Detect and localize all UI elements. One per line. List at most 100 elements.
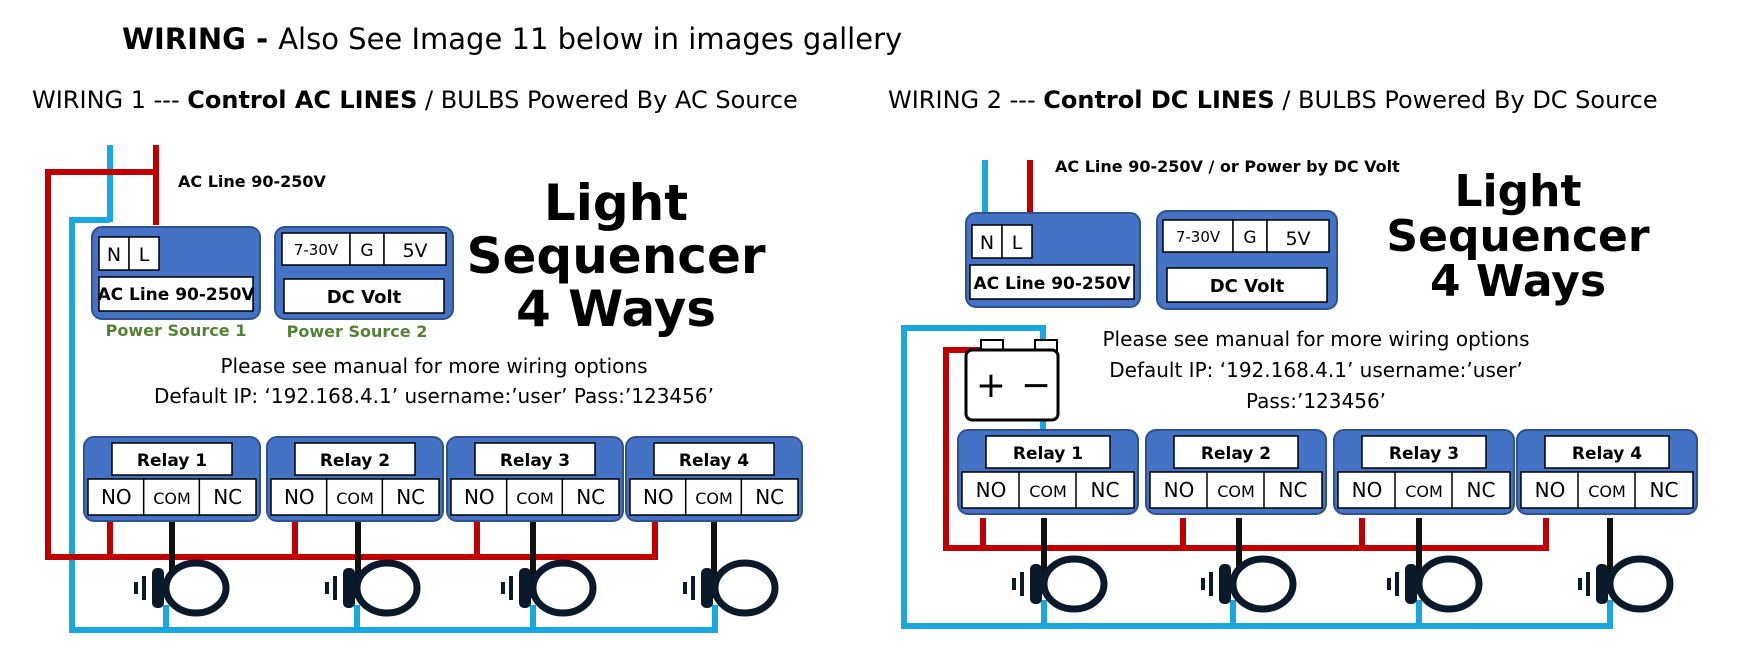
relay-terminal-box	[740, 478, 799, 516]
relay-terminal-nc: NC	[1279, 478, 1308, 502]
wiring2-title-line3: 4 Ways	[1430, 256, 1606, 307]
wiring2-diagram: AC Line 90-250V / or Power by DC Volt N …	[901, 157, 1698, 629]
wiring1-power-source-2: 7-30V G 5V DC Volt Power Source 2	[274, 226, 454, 341]
wiring2-red-wire	[943, 160, 1549, 551]
relay-terminal-nc: NC	[1467, 478, 1496, 502]
bulb-icon	[683, 559, 779, 617]
relay-name: Relay 1	[1013, 444, 1083, 464]
relay-terminal-com: COM	[1029, 482, 1067, 501]
wiring1-g-terminal: G	[360, 241, 373, 261]
relay-label-box	[474, 442, 596, 476]
wiring2-ac-line-label: AC Line 90-250V / or Power by DC Volt	[1055, 157, 1400, 176]
wiring1-diagram: AC Line 90-250V N L AC Line 90-250V Powe…	[45, 145, 803, 633]
bulb-globe	[529, 559, 597, 617]
wiring2-power-source-1: N L AC Line 90-250V	[965, 212, 1141, 308]
wiring2-5v-terminal: 5V	[1285, 228, 1310, 250]
bulb-globe	[1040, 555, 1108, 613]
relay-terminal-no: NO	[643, 485, 674, 509]
relay-name: Relay 3	[500, 451, 570, 471]
relay-terminal-box	[505, 478, 565, 516]
wiring2-power1-name: AC Line 90-250V	[973, 274, 1131, 294]
bulb-globe	[353, 559, 421, 617]
bulb-globe	[1415, 555, 1483, 613]
relay-label-box	[1361, 435, 1487, 469]
bulb-icon	[1201, 555, 1297, 613]
relay-terminal-box	[684, 478, 744, 516]
relay-label-box	[1173, 435, 1299, 469]
relay-terminal-nc: NC	[1091, 478, 1120, 502]
wiring1-ac-line-label: AC Line 90-250V	[178, 172, 326, 191]
wiring1-heading-bold: Control AC LINES	[187, 86, 417, 114]
relay-label-box	[294, 442, 416, 476]
battery-plus-sign: +	[976, 365, 1006, 406]
bulb-icon	[1578, 555, 1674, 613]
wiring1-power1-caption: Power Source 1	[106, 321, 247, 340]
relay-terminal-no: NO	[1352, 478, 1383, 502]
relay-terminal-box	[1206, 471, 1266, 509]
relay-terminal-box	[561, 478, 620, 516]
wiring1-n-terminal: N	[107, 244, 121, 266]
relay-terminal-nc: NC	[755, 485, 784, 509]
relay-terminal-box	[1337, 471, 1397, 509]
relay-terminal-box	[961, 471, 1021, 509]
wiring2-default-credentials: Default IP: ‘192.168.4.1’ username:’user…	[1109, 358, 1523, 382]
main-heading: WIRING - Also See Image 11 below in imag…	[122, 22, 902, 56]
bulb-icon	[325, 559, 421, 617]
relay-terminal-nc: NC	[213, 485, 242, 509]
wiring2-title-line1: Light	[1455, 166, 1582, 217]
wiring2-l-terminal: L	[1012, 232, 1023, 254]
relay-terminal-box	[381, 478, 440, 516]
wiring1-7-30v-terminal: 7-30V	[294, 241, 339, 259]
relay-terminal-com: COM	[1588, 482, 1626, 501]
bulb-base	[701, 568, 713, 608]
relay-terminal-box	[1394, 471, 1454, 509]
relay-terminal-box	[1018, 471, 1078, 509]
bulb-icon	[134, 559, 230, 617]
wiring2-heading-prefix: WIRING 2 ---	[888, 86, 1043, 114]
relay-terminal-no: NO	[284, 485, 315, 509]
wiring2-heading: WIRING 2 --- Control DC LINES / BULBS Po…	[888, 86, 1658, 114]
wiring2-black-wires	[1041, 518, 1613, 594]
relay-4: Relay 4NO COM NC	[625, 436, 803, 522]
wiring1-power1-name: AC Line 90-250V	[97, 285, 255, 305]
wiring1-title-line2: Sequencer	[466, 227, 765, 285]
bulb-icon	[1012, 555, 1108, 613]
relay-terminal-com: COM	[1217, 482, 1255, 501]
relay-terminal-box	[1263, 471, 1323, 509]
bulb-base	[519, 568, 531, 608]
battery-icon: + −	[964, 339, 1060, 422]
relay-label-box	[111, 442, 233, 476]
wiring1-title-line3: 4 Ways	[516, 280, 716, 338]
wiring2-power-source-2: 7-30V G 5V DC Volt	[1156, 210, 1338, 310]
wiring2-n-terminal: N	[980, 232, 994, 254]
wiring1-power2-caption: Power Source 2	[287, 322, 428, 341]
relay-terminal-box	[1634, 471, 1694, 509]
relay-terminal-box	[142, 478, 202, 516]
wiring2-7-30v-terminal: 7-30V	[1176, 228, 1221, 246]
relay-terminal-nc: NC	[396, 485, 425, 509]
relay-label-box	[985, 435, 1111, 469]
bulb-base	[343, 568, 355, 608]
wiring1-title-line1: Light	[544, 174, 688, 232]
relay-name: Relay 4	[679, 451, 749, 471]
relay-terminal-com: COM	[516, 489, 554, 508]
wiring1-blue-wire	[69, 145, 718, 633]
bulb-globe	[1229, 555, 1297, 613]
relay-name: Relay 1	[137, 451, 207, 471]
relay-terminal-com: COM	[1405, 482, 1443, 501]
wiring2-power2-name: DC Volt	[1210, 276, 1285, 297]
wiring1-heading: WIRING 1 --- Control AC LINES / BULBS Po…	[32, 86, 798, 114]
relay-terminal-box	[1075, 471, 1135, 509]
main-heading-rest: Also See Image 11 below in images galler…	[278, 22, 902, 56]
bulb-icon	[1387, 555, 1483, 613]
relay-terminal-com: COM	[153, 489, 191, 508]
wiring1-5v-terminal: 5V	[402, 240, 427, 262]
relay-terminal-com: COM	[695, 489, 733, 508]
